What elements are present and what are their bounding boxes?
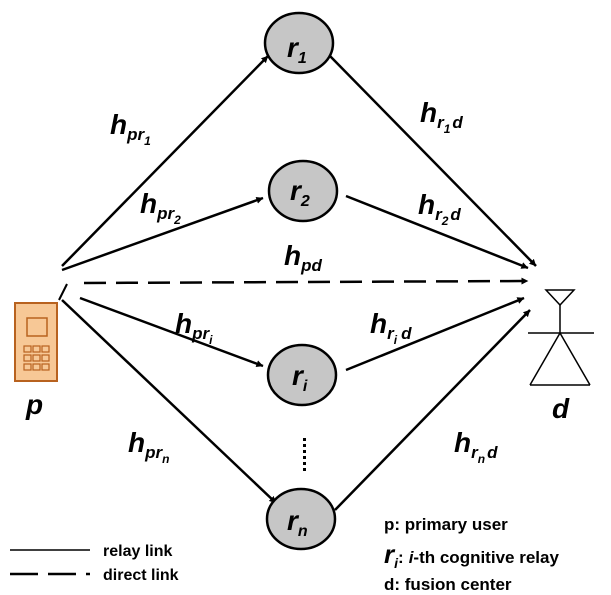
relay-node-r1: r1 xyxy=(263,11,335,75)
channel-h-pr2: hpr2 xyxy=(140,188,181,227)
source-tick xyxy=(58,283,68,301)
notation-key: p: primary user ri:i-th cognitive relay … xyxy=(384,515,559,594)
antenna-tower-icon xyxy=(528,289,594,386)
destination-label: d xyxy=(552,393,570,424)
link-p-r2 xyxy=(61,196,264,272)
relay-node-ri: ri xyxy=(266,343,338,407)
key-primary-user: p: primary user xyxy=(384,515,508,534)
link-p-rn xyxy=(61,299,277,504)
key-cognitive-relay: ri:i-th cognitive relay xyxy=(384,539,559,571)
link-p-ri xyxy=(79,296,264,368)
channel-h-pd: hpd xyxy=(284,240,322,275)
relay-node-rn: rn xyxy=(265,487,337,551)
channel-h-prn: hprn xyxy=(128,427,169,466)
relay-rn-label: rn xyxy=(287,505,308,540)
link-legend: relay link direct link xyxy=(10,543,179,584)
relay-ri-label: ri xyxy=(292,360,308,395)
link-ri-d xyxy=(345,296,525,372)
relay-link-legend-label: relay link xyxy=(103,543,172,560)
relay-r1-label: r1 xyxy=(287,32,307,67)
mobile-phone-icon xyxy=(14,302,58,382)
relay-r2-label: r2 xyxy=(290,175,310,210)
relay-node-r2: r2 xyxy=(267,159,339,223)
source-label: p xyxy=(25,389,43,420)
key-fusion-center: d: fusion center xyxy=(384,575,512,594)
link-p-r1 xyxy=(61,55,269,267)
link-rn-d xyxy=(334,309,531,511)
channel-h-pri: hpri xyxy=(175,308,213,347)
channel-h-pr1: hpr1 xyxy=(110,109,151,148)
link-r1-d xyxy=(328,54,537,267)
link-r2-d xyxy=(345,194,529,270)
link-p-d-direct xyxy=(83,277,529,285)
relay-ellipsis xyxy=(303,438,306,471)
direct-link-legend-label: direct link xyxy=(103,567,179,584)
